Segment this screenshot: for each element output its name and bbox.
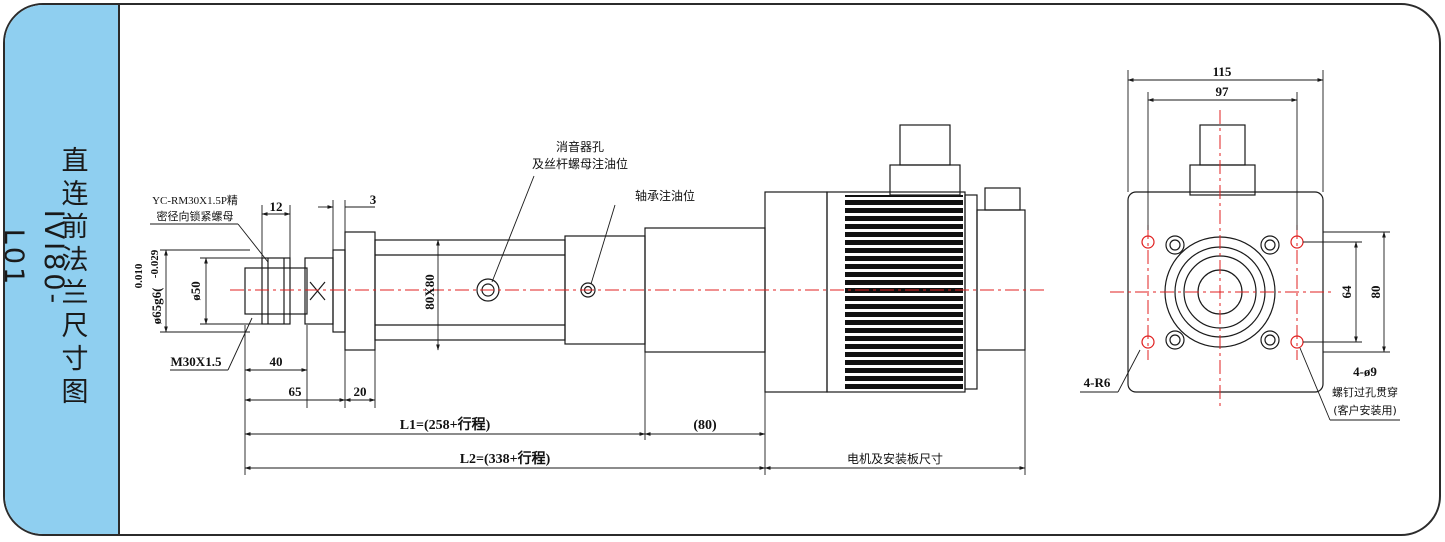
power-connector-base (889, 164, 961, 196)
dim-3: 3 (370, 192, 377, 207)
dim-20: 20 (354, 384, 367, 399)
dim-40: 40 (270, 354, 283, 369)
dim-holes: 4-ø9 (1353, 364, 1377, 379)
lock-nut (261, 257, 291, 325)
dimension-lines (150, 70, 1400, 475)
end-view (1127, 124, 1324, 393)
motor-rear-cap (964, 194, 978, 390)
dim-tol-lower: -0.029 (149, 249, 161, 278)
drawing-frame: 直连前法兰尺寸图 IVI80-L01 (3, 3, 1441, 536)
motor-flange (764, 191, 828, 393)
rod-end (244, 267, 308, 315)
dim-80-end: 80 (1368, 286, 1383, 299)
front-flange-step (332, 249, 346, 333)
end-centerlines (1110, 110, 1335, 410)
label-muffler-2: 及丝杆螺母注油位 (532, 156, 628, 171)
drawing-title: 直连前法兰尺寸图 (61, 146, 89, 408)
dim-97: 97 (1216, 84, 1230, 99)
front-flange (344, 231, 376, 351)
dim-12: 12 (270, 199, 283, 214)
label-locknut-1: YC-RM30X1.5P精 (152, 194, 238, 207)
end-connector-base (1189, 164, 1256, 196)
dim-tol-upper: 0.010 (133, 263, 145, 288)
dim-L2: L2=(338+行程) (460, 450, 551, 467)
dim-m30: M30X1.5 (171, 354, 222, 369)
motor-fins (845, 195, 963, 389)
label-screw-hole-1: 螺钉过孔贯穿 (1332, 385, 1398, 399)
dim-80-paren: (80) (693, 418, 717, 433)
front-bearing-cap (304, 257, 334, 325)
label-muffler-1: 消音器孔 (556, 139, 604, 154)
drawing-text: 消音器孔 及丝杆螺母注油位 轴承注油位 YC-RM30X1.5P精 密径向锁紧螺… (133, 64, 1398, 467)
dim-115: 115 (1213, 64, 1232, 79)
encoder-housing (976, 209, 1026, 351)
label-bearing-oil: 轴承注油位 (635, 188, 695, 203)
dim-d50: ø50 (188, 281, 203, 301)
encoder-connector (984, 187, 1021, 211)
dim-L1: L1=(258+行程) (400, 416, 491, 433)
label-motor-plate: 电机及安装板尺寸 (847, 451, 943, 466)
power-connector (899, 124, 951, 166)
dim-d65g6: ø65g6( (149, 288, 164, 325)
dim-64: 64 (1339, 285, 1354, 299)
side-title-tab: 直连前法兰尺寸图 IVI80-L01 (5, 5, 120, 534)
side-view (244, 124, 1026, 393)
dim-r6: 4-R6 (1084, 375, 1111, 390)
dim-65: 65 (289, 384, 303, 399)
end-connector (1199, 124, 1246, 166)
label-locknut-2: 密径向锁紧螺母 (157, 209, 234, 223)
label-screw-hole-2: (客户安装用) (1333, 403, 1397, 417)
dim-80x80: 80X80 (422, 274, 437, 309)
